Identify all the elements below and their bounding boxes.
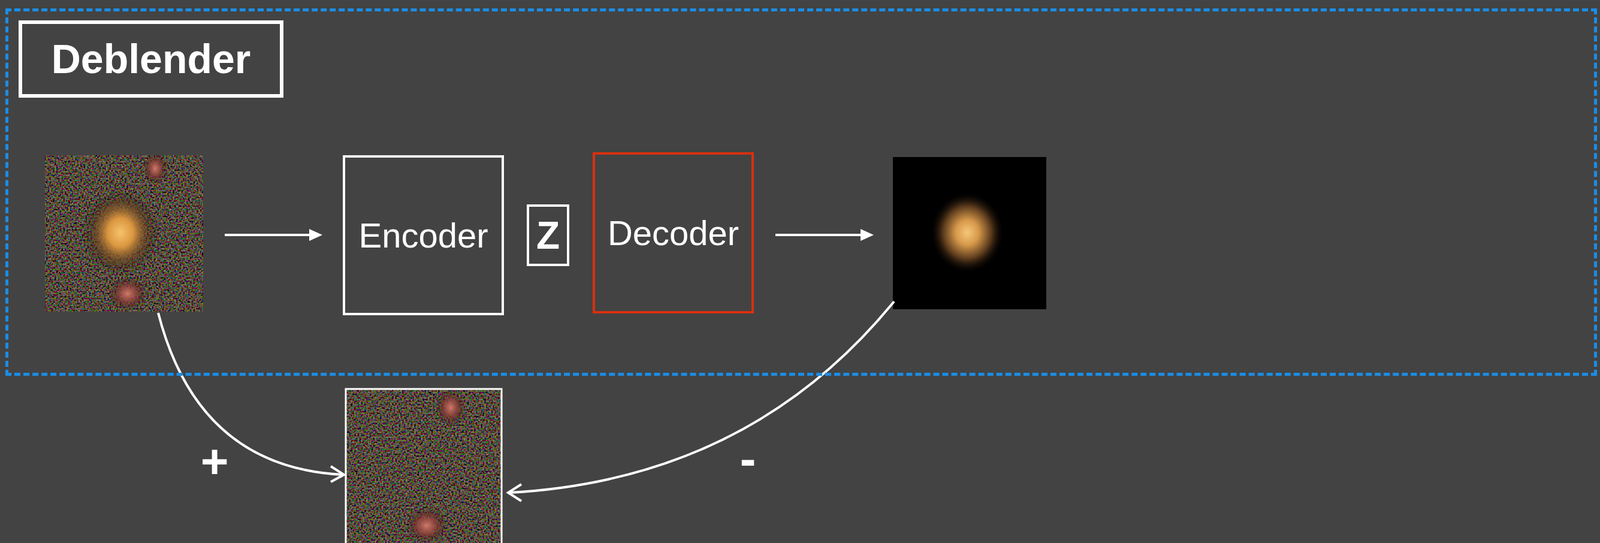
box-label: Z [536,216,560,255]
arrow-head [508,484,522,501]
box-label: Decoder [607,215,739,251]
arrow-head [860,228,874,241]
operation-sign: + [200,437,229,486]
encoder-box: Encoder [342,155,504,316]
flow-arrow [224,233,312,237]
model-image [892,157,1047,310]
subtract-curve [509,301,895,493]
arrow-head [309,228,323,241]
input-image [44,155,204,312]
flow-arrow [775,233,863,237]
residual-image [345,388,502,543]
latent-box: Z [526,204,570,267]
residual-frame [345,388,502,543]
decoder-box: Decoder [592,152,754,314]
box-label: Encoder [358,218,488,253]
region-heading: Deblender [18,20,284,98]
operation-sign: - [740,435,757,483]
add-curve [158,312,343,475]
region: DeblenderEncoder Z Decoder [5,8,1598,376]
arrow-head [330,466,344,482]
